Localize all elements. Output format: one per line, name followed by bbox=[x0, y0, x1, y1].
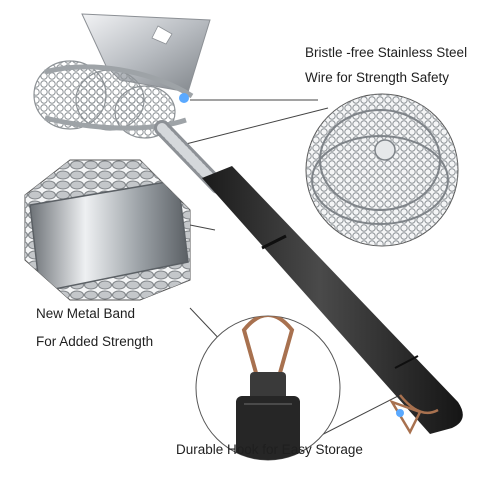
hook-caption: Durable Hook for Easy Storage bbox=[176, 442, 363, 457]
band-caption-line1: New Metal Band bbox=[36, 306, 136, 321]
hook-closeup-icon bbox=[195, 315, 341, 461]
bristle-caption-line2: Wire for Strength Safety bbox=[305, 70, 450, 85]
bristle-caption-line1: Bristle -free Stainless Steel bbox=[305, 45, 468, 60]
marker-dot-top bbox=[179, 93, 189, 103]
bristle-leader-line-2 bbox=[177, 107, 329, 147]
brush-handle bbox=[202, 166, 463, 435]
marker-dot-hook bbox=[396, 409, 404, 417]
band-caption-line2: For Added Strength bbox=[36, 334, 154, 349]
metal-band-closeup-icon bbox=[24, 159, 191, 301]
band-leader-line bbox=[189, 224, 216, 231]
coil-closeup-icon bbox=[305, 93, 459, 247]
